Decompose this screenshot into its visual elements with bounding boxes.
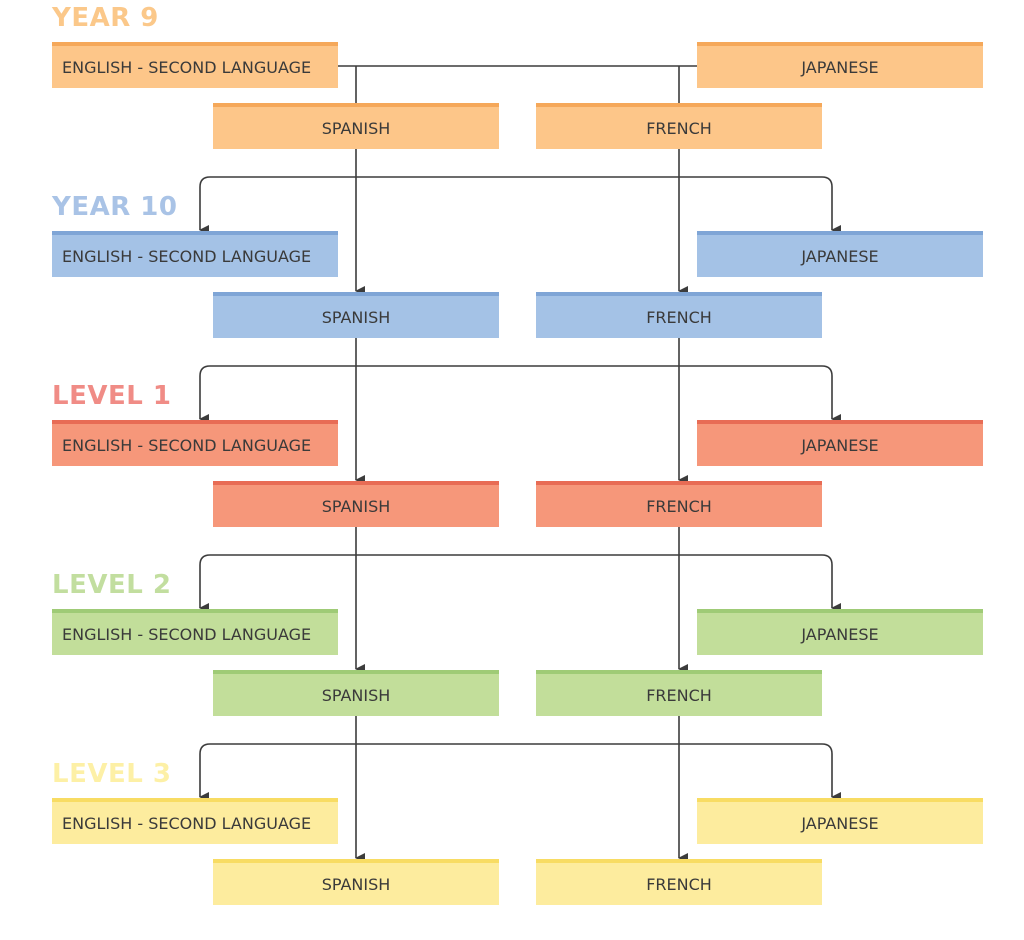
course-label: JAPANESE <box>801 246 879 266</box>
course-box-year-10-french: FRENCH <box>536 292 822 338</box>
course-box-level-1-japanese: JAPANESE <box>697 420 983 466</box>
course-label: SPANISH <box>321 118 391 138</box>
course-box-level-2-french: FRENCH <box>536 670 822 716</box>
course-box-year-10-japanese: JAPANESE <box>697 231 983 277</box>
course-box-year-9-spanish: SPANISH <box>213 103 499 149</box>
course-box-year-9-french: FRENCH <box>536 103 822 149</box>
connector-english-branch <box>199 365 356 424</box>
section-title-year-9: YEAR 9 <box>52 3 159 33</box>
section-title-level-1: LEVEL 1 <box>52 381 172 411</box>
course-label: FRENCH <box>646 685 712 705</box>
course-label: SPANISH <box>321 496 391 516</box>
course-label: JAPANESE <box>801 435 879 455</box>
connector-japanese-branch <box>679 176 841 235</box>
connector-english-branch <box>199 176 356 235</box>
connector-japanese-branch <box>679 743 841 802</box>
connector-japanese-branch <box>679 365 841 424</box>
course-label: ENGLISH - SECOND LANGUAGE <box>62 624 312 644</box>
course-label: JAPANESE <box>801 624 879 644</box>
course-label: SPANISH <box>321 685 391 705</box>
course-box-year-10-english: ENGLISH - SECOND LANGUAGE <box>52 231 338 277</box>
course-box-level-3-english: ENGLISH - SECOND LANGUAGE <box>52 798 338 844</box>
course-box-level-1-spanish: SPANISH <box>213 481 499 527</box>
course-label: FRENCH <box>646 118 712 138</box>
course-label: SPANISH <box>321 874 391 894</box>
course-box-level-3-spanish: SPANISH <box>213 859 499 905</box>
course-label: JAPANESE <box>801 813 879 833</box>
course-box-level-2-japanese: JAPANESE <box>697 609 983 655</box>
course-box-level-2-spanish: SPANISH <box>213 670 499 716</box>
connector-english-branch <box>199 743 356 802</box>
course-box-level-1-french: FRENCH <box>536 481 822 527</box>
course-box-level-3-french: FRENCH <box>536 859 822 905</box>
section-title-level-3: LEVEL 3 <box>52 759 172 789</box>
course-label: JAPANESE <box>801 57 879 77</box>
course-box-level-1-english: ENGLISH - SECOND LANGUAGE <box>52 420 338 466</box>
course-label: FRENCH <box>646 307 712 327</box>
course-box-year-10-spanish: SPANISH <box>213 292 499 338</box>
connector-japanese-branch <box>679 554 841 613</box>
course-label: FRENCH <box>646 874 712 894</box>
course-box-year-9-english: ENGLISH - SECOND LANGUAGE <box>52 42 338 88</box>
section-title-year-10: YEAR 10 <box>52 192 178 222</box>
course-box-level-3-japanese: JAPANESE <box>697 798 983 844</box>
course-label: SPANISH <box>321 307 391 327</box>
connector-english-branch <box>199 554 356 613</box>
course-label: FRENCH <box>646 496 712 516</box>
course-label: ENGLISH - SECOND LANGUAGE <box>62 246 312 266</box>
course-box-level-2-english: ENGLISH - SECOND LANGUAGE <box>52 609 338 655</box>
course-label: ENGLISH - SECOND LANGUAGE <box>62 435 312 455</box>
course-label: ENGLISH - SECOND LANGUAGE <box>62 57 312 77</box>
course-box-year-9-japanese: JAPANESE <box>697 42 983 88</box>
course-label: ENGLISH - SECOND LANGUAGE <box>62 813 312 833</box>
section-title-level-2: LEVEL 2 <box>52 570 172 600</box>
